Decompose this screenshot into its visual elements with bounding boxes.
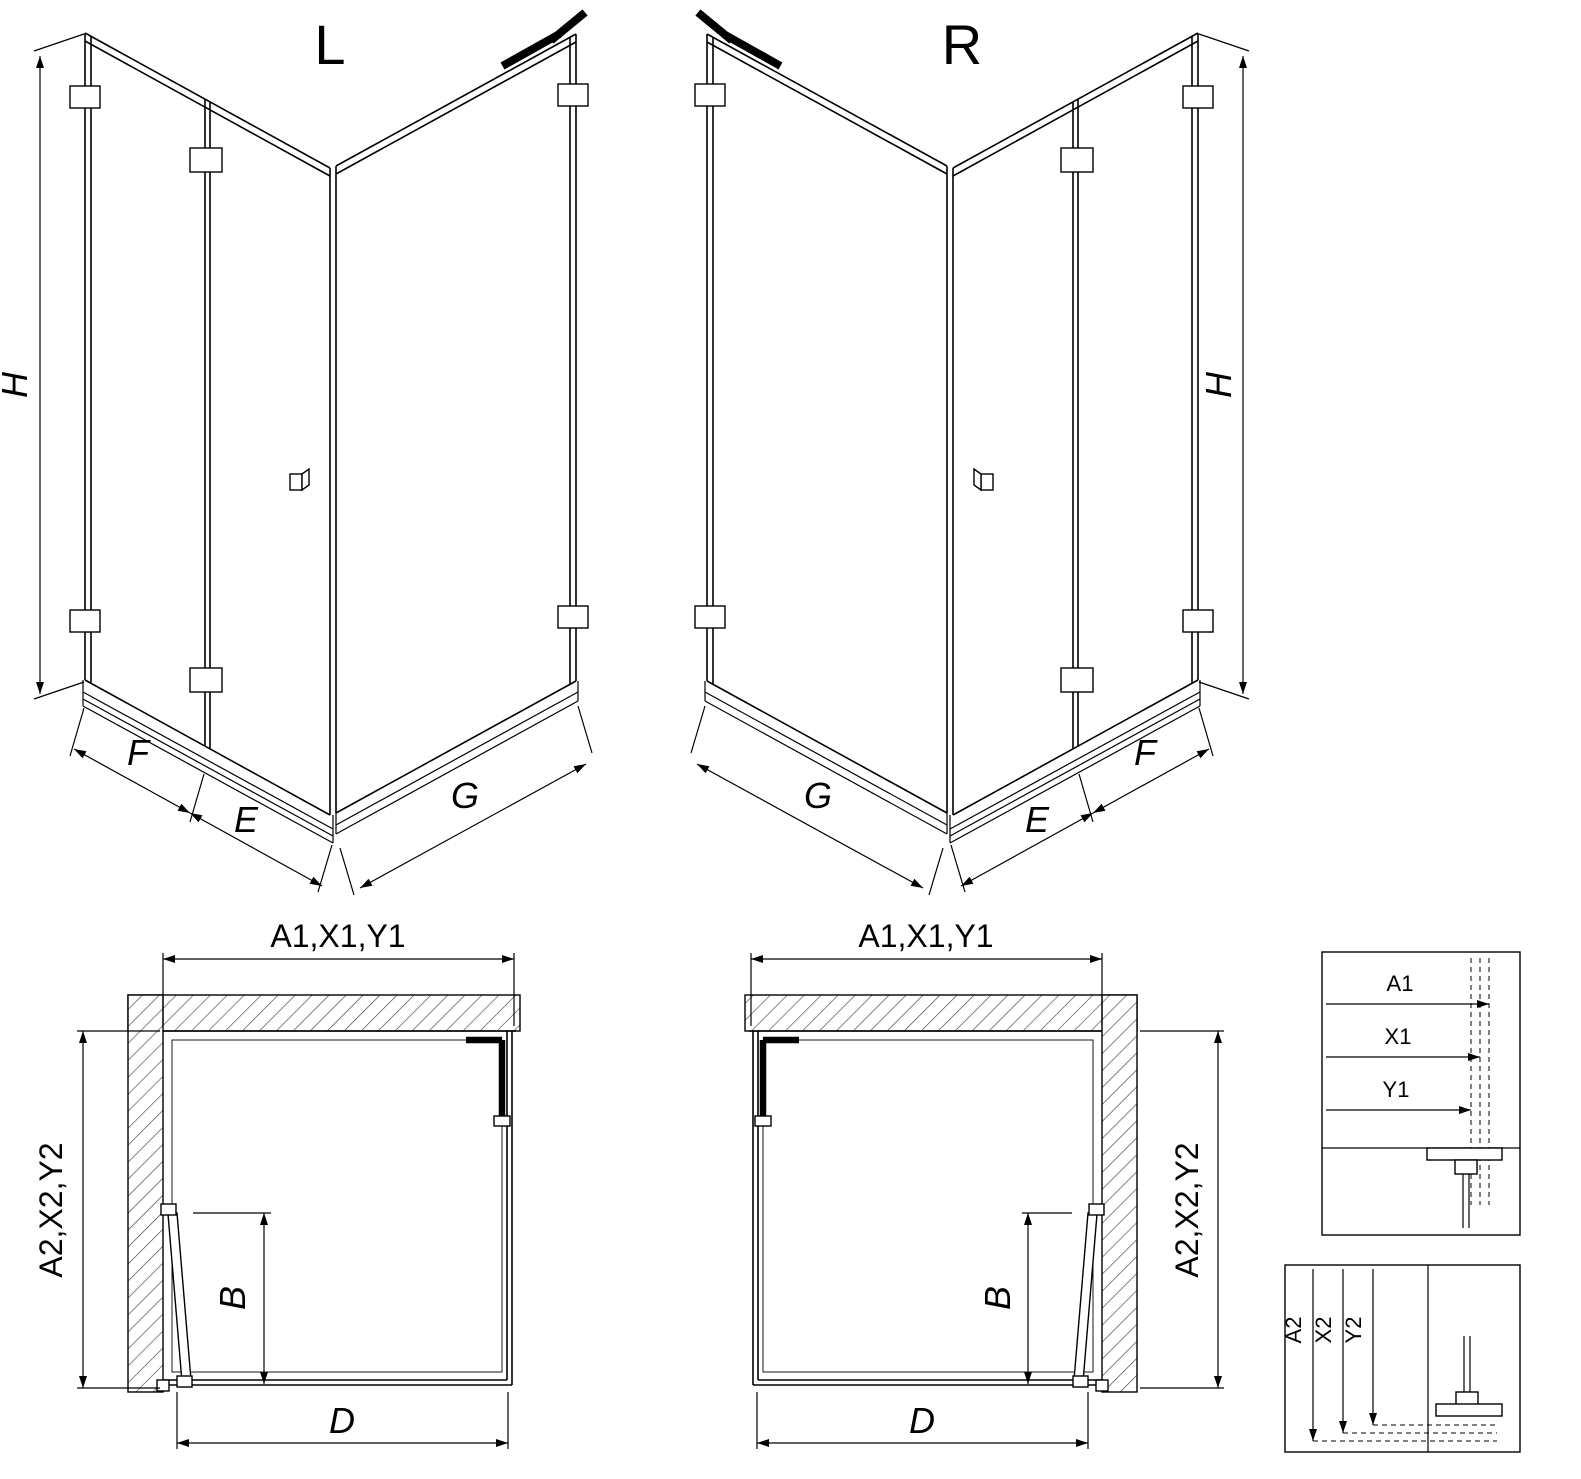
- support-arm-plan: [466, 1036, 506, 1118]
- door-handle-knob: [980, 473, 994, 491]
- support-arm-foot: [754, 1115, 772, 1127]
- dimension-g-right: G: [690, 705, 944, 896]
- door-hinge: [176, 1375, 193, 1388]
- support-arm-foot: [493, 1115, 511, 1127]
- dim-label-f: F: [127, 732, 151, 773]
- wall-bracket: [694, 605, 726, 629]
- detail-diagram-a2: A2 X2 Y2: [1281, 1264, 1521, 1453]
- tray-inner-edge: [762, 1039, 1094, 1373]
- reference-lines: [1313, 1424, 1497, 1442]
- door-leaf: [167, 1212, 192, 1383]
- dimension-a1-left: A1,X1,Y1: [162, 918, 515, 1026]
- dim-label-x1: X1: [1385, 1024, 1412, 1049]
- door-plan-right: [1072, 1203, 1109, 1392]
- wall-top: [127, 994, 521, 1032]
- dim-label-h: H: [0, 371, 35, 398]
- plan-view-left: A1,X1,Y1 A2,X2,Y2 B D: [33, 918, 521, 1449]
- dim-label-e: E: [1025, 799, 1050, 840]
- dim-label-a2x2y2: A2,X2,Y2: [33, 1142, 69, 1277]
- dimension-f-e-left: F E: [69, 707, 333, 893]
- fittings-left-view: [69, 9, 589, 693]
- dim-label-a1x1y1: A1,X1,Y1: [270, 918, 405, 954]
- wall-top: [744, 994, 1138, 1032]
- door-plan-left: [156, 1203, 193, 1392]
- dimension-a2-right: A2,X2,Y2: [1140, 1030, 1224, 1389]
- glass-clamp: [1455, 1391, 1479, 1406]
- glass-clamp: [1454, 1159, 1478, 1175]
- wall-profile-section: [1426, 1147, 1503, 1228]
- dimension-b-left: B: [193, 1212, 271, 1384]
- door-hinge: [189, 667, 223, 693]
- door-handle-knob: [289, 473, 303, 491]
- wall-right: [1101, 994, 1138, 1393]
- door-pivot-block: [1095, 1379, 1109, 1392]
- wall-bracket: [69, 609, 101, 633]
- dim-label-e: E: [234, 799, 259, 840]
- wall-left: [127, 994, 164, 1393]
- dimension-a2-left: A2,X2,Y2: [33, 1030, 160, 1389]
- tray-inner-edge: [171, 1039, 503, 1373]
- door-hinge: [1060, 147, 1094, 173]
- dimension-f-e-right: F E: [950, 707, 1214, 893]
- glass-panels-right-view: [706, 32, 1199, 816]
- door-hinge: [1060, 667, 1094, 693]
- dimension-d-left: D: [176, 1392, 509, 1449]
- glass-edge: [1462, 1174, 1470, 1228]
- door-hinge: [1072, 1375, 1089, 1388]
- dim-label-h: H: [1198, 371, 1239, 398]
- detail-frame: [1284, 1264, 1521, 1453]
- wall-bracket: [557, 83, 589, 107]
- wall-bracket: [69, 85, 101, 109]
- plan-view-right: A1,X1,Y1 A2,X2,Y2 B D: [744, 918, 1224, 1449]
- iso-view-left: L H F E G: [0, 9, 593, 896]
- dimension-b-right: B: [977, 1212, 1072, 1384]
- dim-label-d: D: [909, 1400, 935, 1441]
- wall-profile-section: [1435, 1336, 1503, 1417]
- dim-label-g: G: [451, 775, 479, 816]
- wall-bracket: [1182, 85, 1214, 109]
- door-hinge: [160, 1203, 177, 1216]
- wall-bracket: [557, 605, 589, 629]
- dimension-g-left: G: [339, 705, 593, 896]
- dim-label-b: B: [977, 1286, 1018, 1310]
- door-pivot-block: [156, 1379, 170, 1392]
- variant-left-label: L: [314, 13, 345, 76]
- glass-outline-plan-left: [163, 1030, 516, 1386]
- dimension-h-left: H: [0, 33, 85, 700]
- dimension-d-right: D: [756, 1392, 1089, 1449]
- dim-label-g: G: [804, 775, 832, 816]
- dim-label-a1: A1: [1387, 971, 1414, 996]
- dim-label-a2x2y2: A2,X2,Y2: [1169, 1142, 1205, 1277]
- support-arm: [695, 9, 783, 70]
- dim-label-y1: Y1: [1383, 1077, 1410, 1102]
- wall-bracket: [694, 83, 726, 107]
- support-arm-plan: [759, 1036, 799, 1118]
- dimension-a1-right: A1,X1,Y1: [750, 918, 1103, 1026]
- door-hinge: [189, 147, 223, 173]
- dim-label-f: F: [1134, 732, 1158, 773]
- detail-frame: [1321, 951, 1521, 1236]
- dimension-h-right: H: [1198, 33, 1250, 700]
- wall-profile: [1426, 1147, 1503, 1161]
- glass-outline-plan-right: [749, 1030, 1102, 1386]
- detail-diagram-a1: A1 X1 Y1: [1321, 951, 1521, 1236]
- dim-label-d: D: [329, 1400, 355, 1441]
- dim-label-x2: X2: [1311, 1317, 1336, 1344]
- door-leaf: [1073, 1212, 1098, 1383]
- wall-bracket: [1182, 609, 1214, 633]
- support-arm: [500, 9, 588, 70]
- door-handle-knob-side: [973, 467, 982, 492]
- dim-label-a1x1y1: A1,X1,Y1: [858, 918, 993, 954]
- iso-view-right: R H F E G: [690, 9, 1250, 896]
- dim-label-y2: Y2: [1341, 1317, 1366, 1344]
- wall-profile: [1435, 1403, 1503, 1417]
- door-hinge: [1088, 1203, 1105, 1216]
- dim-label-a2: A2: [1281, 1317, 1306, 1344]
- door-handle-knob-side: [301, 467, 310, 492]
- glass-panels-left-view: [84, 32, 577, 816]
- fittings-right-view: [694, 9, 1214, 693]
- variant-right-label: R: [942, 13, 982, 76]
- dim-label-b: B: [212, 1286, 253, 1310]
